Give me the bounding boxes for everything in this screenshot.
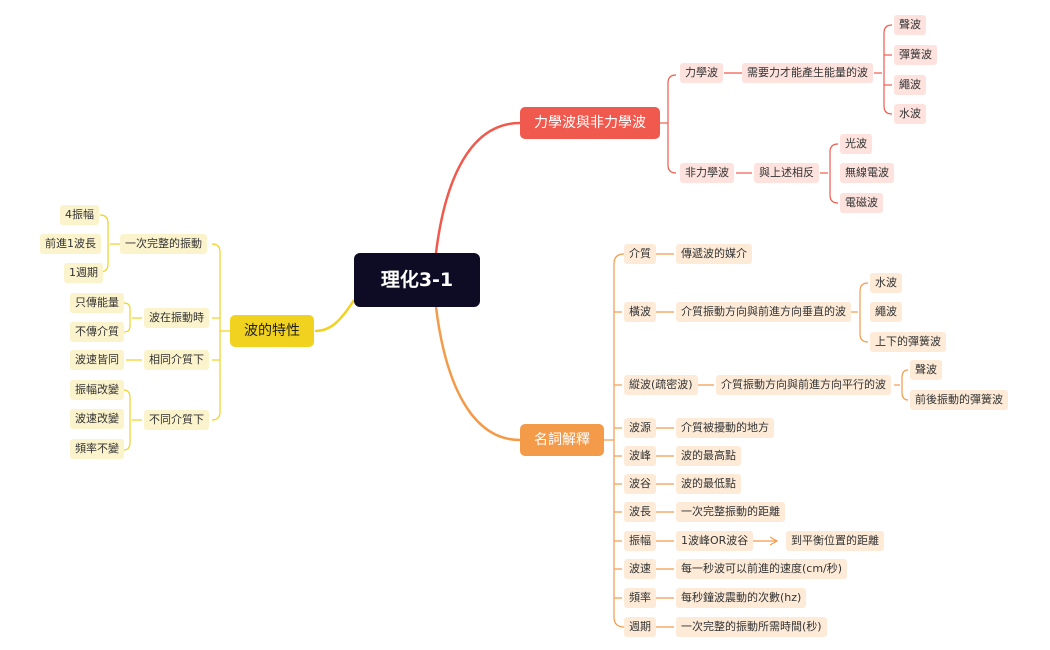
property-node[interactable]: 波在振動時 [144, 308, 209, 328]
mech-item[interactable]: 聲波 [894, 15, 926, 35]
transverse-item[interactable]: 繩波 [870, 302, 902, 322]
term-desc[interactable]: 1波峰OR波谷 [676, 531, 754, 551]
term-desc[interactable]: 介質振動方向與前進方向平行的波 [716, 375, 891, 395]
term-desc[interactable]: 介質振動方向與前進方向垂直的波 [676, 302, 851, 322]
term-label[interactable]: 波源 [624, 418, 656, 438]
term-label[interactable]: 週期 [624, 617, 656, 637]
mech-wave-node[interactable]: 力學波 [680, 63, 723, 83]
term-desc[interactable]: 介質被擾動的地方 [676, 418, 774, 438]
term-label[interactable]: 波谷 [624, 474, 656, 494]
nonmech-wave-node[interactable]: 非力學波 [680, 163, 734, 183]
term-desc[interactable]: 波的最低點 [676, 474, 741, 494]
property-item[interactable]: 只傳能量 [70, 293, 124, 313]
property-node[interactable]: 相同介質下 [144, 350, 209, 370]
term-desc[interactable]: 一次完整振動的距離 [676, 502, 785, 522]
term-label[interactable]: 波長 [624, 502, 656, 522]
nonmech-item[interactable]: 光波 [840, 134, 872, 154]
property-item[interactable]: 4振幅 [60, 205, 99, 225]
term-label[interactable]: 介質 [624, 244, 656, 264]
term-desc[interactable]: 每秒鐘波震動的次數(hz) [676, 588, 807, 608]
property-item[interactable]: 不傳介質 [70, 322, 124, 342]
nonmech-wave-desc[interactable]: 與上述相反 [754, 163, 819, 183]
term-desc[interactable]: 波的最高點 [676, 446, 741, 466]
longitudinal-item[interactable]: 前後振動的彈簧波 [910, 390, 1008, 410]
term-label[interactable]: 振幅 [624, 531, 656, 551]
property-node[interactable]: 不同介質下 [144, 410, 209, 430]
branch-mechanical[interactable]: 力學波與非力學波 [520, 107, 660, 139]
property-item[interactable]: 振幅改變 [70, 380, 124, 400]
amplitude-extra[interactable]: 到平衡位置的距離 [786, 531, 884, 551]
branch-terms[interactable]: 名詞解釋 [520, 424, 604, 456]
term-desc[interactable]: 一次完整的振動所需時間(秒) [676, 617, 827, 637]
term-desc[interactable]: 傳遞波的媒介 [676, 244, 752, 264]
root-topic[interactable]: 理化3-1 [354, 253, 480, 307]
mech-wave-desc[interactable]: 需要力才能產生能量的波 [742, 63, 873, 83]
branch-properties[interactable]: 波的特性 [230, 315, 314, 347]
term-label[interactable]: 頻率 [624, 588, 656, 608]
mech-item[interactable]: 水波 [894, 104, 926, 124]
mech-item[interactable]: 彈簧波 [894, 45, 937, 65]
property-item[interactable]: 波速皆同 [70, 350, 124, 370]
mech-item[interactable]: 繩波 [894, 75, 926, 95]
term-label[interactable]: 縱波(疏密波) [624, 375, 698, 395]
term-desc[interactable]: 每一秒波可以前進的速度(cm/秒) [676, 559, 848, 579]
property-item[interactable]: 頻率不變 [70, 439, 124, 459]
property-item[interactable]: 前進1波長 [40, 234, 101, 254]
property-item[interactable]: 波速改變 [70, 409, 124, 429]
property-item[interactable]: 1週期 [64, 263, 103, 283]
transverse-item[interactable]: 上下的彈簧波 [870, 332, 946, 352]
nonmech-item[interactable]: 電磁波 [840, 193, 883, 213]
term-label[interactable]: 波速 [624, 559, 656, 579]
term-label[interactable]: 波峰 [624, 446, 656, 466]
transverse-item[interactable]: 水波 [870, 273, 902, 293]
property-node[interactable]: 一次完整的振動 [120, 234, 207, 254]
longitudinal-item[interactable]: 聲波 [910, 360, 942, 380]
term-label[interactable]: 橫波 [624, 302, 656, 322]
nonmech-item[interactable]: 無線電波 [840, 163, 894, 183]
